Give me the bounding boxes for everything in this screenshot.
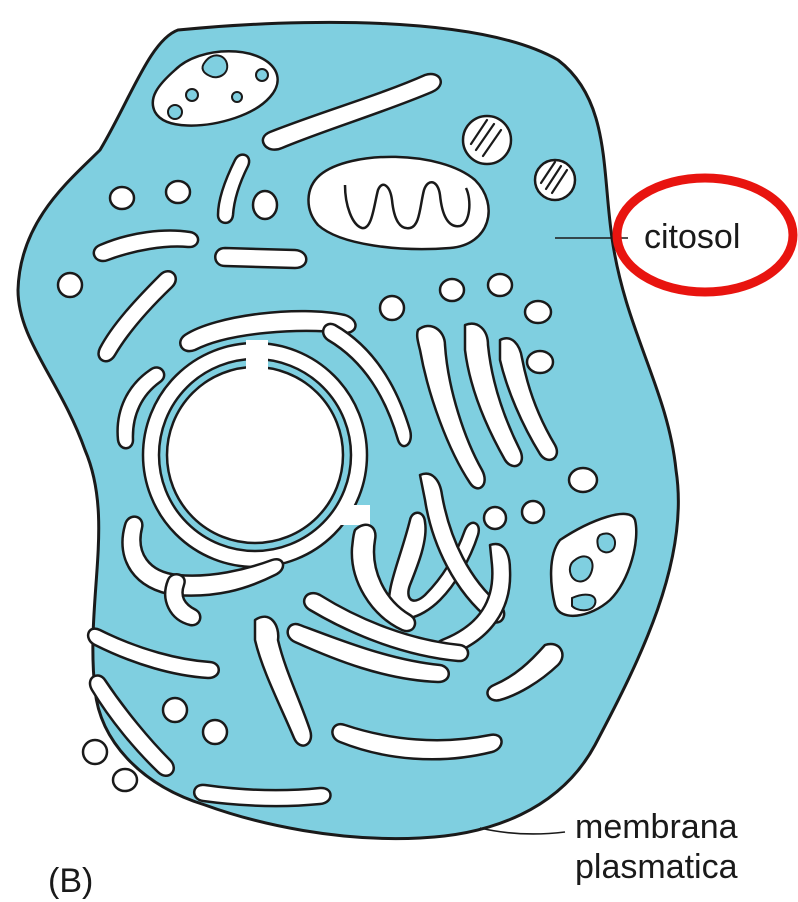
membrane-leader-line: [480, 828, 565, 834]
label-membrane-line2: plasmatica: [575, 848, 738, 886]
label-cytosol: citosol: [644, 218, 740, 256]
panel-label: (B): [48, 862, 93, 900]
mitochondrion: [308, 157, 488, 249]
label-membrane-line1: membrana: [575, 808, 738, 846]
